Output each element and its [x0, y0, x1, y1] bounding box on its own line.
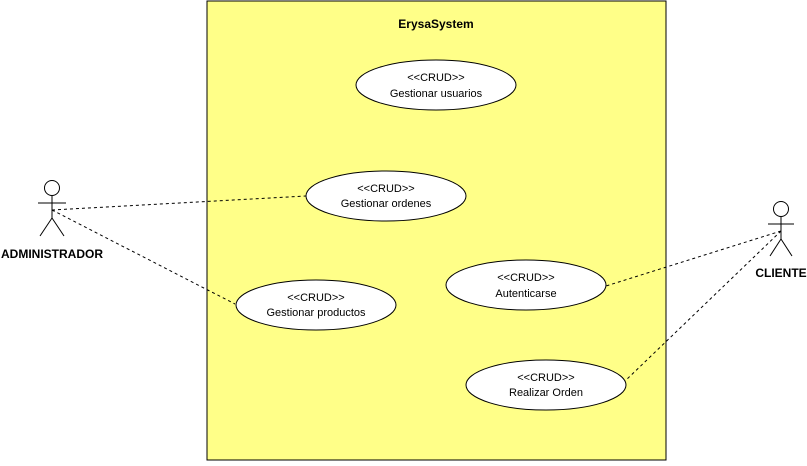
- use-case-gestionar-productos[interactable]: <<CRUD>> Gestionar productos: [235, 279, 397, 331]
- use-case-stereotype: <<CRUD>>: [497, 272, 554, 284]
- use-case-ellipse: [235, 279, 397, 331]
- association-client-autenticarse: [605, 230, 782, 287]
- use-case-realizar-orden[interactable]: <<CRUD>> Realizar Orden: [465, 359, 627, 411]
- actor-cliente[interactable]: CLIENTE: [755, 201, 807, 281]
- stick-figure-icon: [768, 201, 794, 257]
- association-admin-gestionar-ordenes: [51, 195, 307, 211]
- actor-label: ADMINISTRADOR: [1, 247, 103, 261]
- use-case-label: Realizar Orden: [509, 387, 583, 399]
- association-admin-gestionar-productos: [51, 209, 236, 305]
- use-case-gestionar-ordenes[interactable]: <<CRUD>> Gestionar ordenes: [305, 170, 467, 222]
- use-case-stereotype: <<CRUD>>: [407, 72, 464, 84]
- use-case-label: Autenticarse: [495, 288, 556, 300]
- use-case-label: Gestionar ordenes: [341, 198, 432, 210]
- use-case-ellipse: [305, 170, 467, 222]
- use-case-gestionar-usuarios[interactable]: <<CRUD>> Gestionar usuarios: [355, 59, 517, 111]
- use-case-stereotype: <<CRUD>>: [287, 292, 344, 304]
- use-case-autenticarse[interactable]: <<CRUD>> Autenticarse: [445, 259, 607, 311]
- use-case-stereotype: <<CRUD>>: [517, 372, 574, 384]
- actor-administrador[interactable]: ADMINISTRADOR: [1, 180, 103, 262]
- use-case-label: Gestionar usuarios: [390, 88, 483, 100]
- use-case-ellipse: [445, 259, 607, 311]
- association-client-realizar-orden: [623, 230, 782, 383]
- use-case-label: Gestionar productos: [266, 307, 366, 319]
- actor-label: CLIENTE: [755, 266, 806, 280]
- stick-figure-icon: [38, 180, 66, 237]
- use-case-stereotype: <<CRUD>>: [357, 183, 414, 195]
- system-title: ErysaSystem: [398, 17, 473, 31]
- use-case-ellipse: [465, 359, 627, 411]
- use-case-ellipse: [355, 59, 517, 111]
- associations: [51, 195, 782, 383]
